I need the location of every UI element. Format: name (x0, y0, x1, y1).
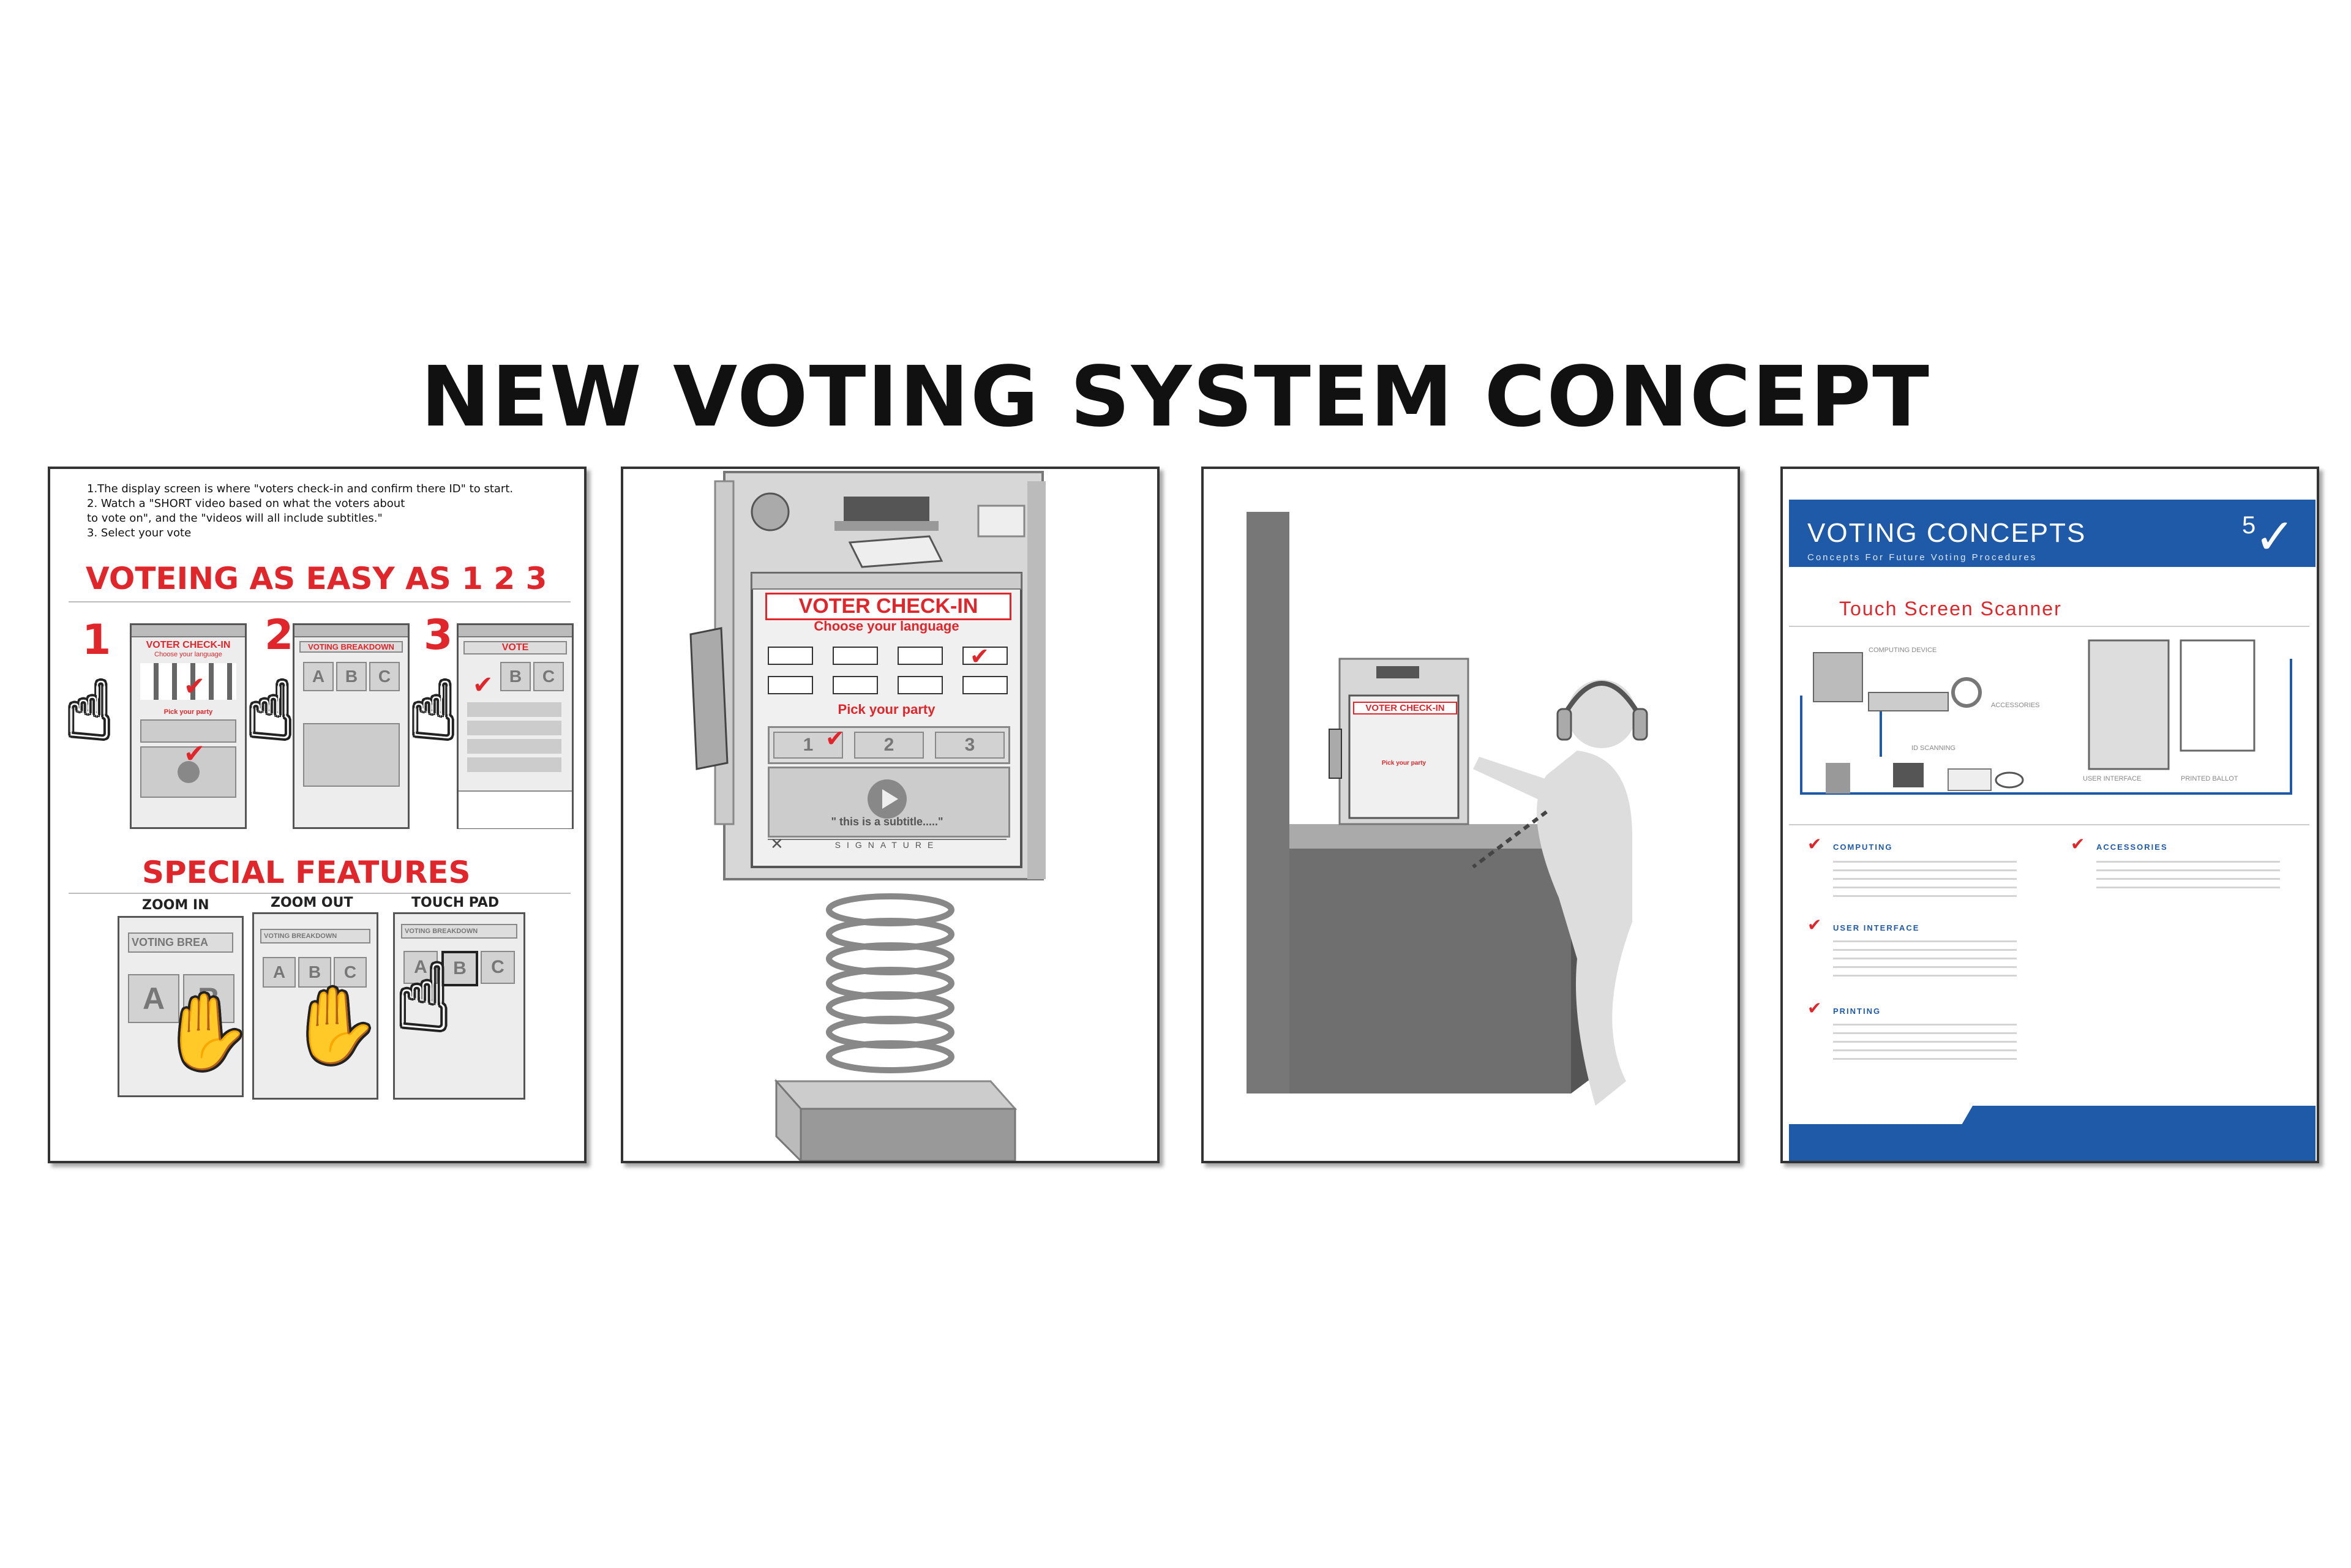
instructions-panel: 1.The display screen is where "voters ch… (48, 467, 587, 1163)
option-button: B (500, 662, 531, 691)
instruction-line: 1.The display screen is where "voters ch… (87, 482, 514, 495)
close-icon: ✕ (770, 835, 784, 853)
document-header (1789, 500, 2315, 567)
checkmark-icon: ✔ (473, 671, 493, 699)
video-area (768, 767, 1010, 838)
instruction-line: 2. Watch a "SHORT video based on what th… (87, 497, 405, 510)
screen-title: VOTER CHECK-IN (765, 593, 1011, 620)
divider (1789, 824, 2309, 825)
instruction-line: to vote on", and the "videos will all in… (87, 512, 383, 525)
checkmark-icon: ✔ (184, 671, 206, 701)
option-button: C (533, 662, 564, 691)
step-screen: VOTER CHECK-IN Choose your language Pick… (130, 623, 247, 829)
zoom-out-screen: VOTING BREAKDOWN A B C (252, 912, 378, 1100)
pointing-hand-icon: ☝ (246, 664, 295, 757)
section-title: Touch Screen Scanner (1839, 598, 2062, 620)
step-number: 1 (82, 616, 111, 664)
screen-title: VOTING BREAKDOWN (260, 929, 370, 943)
features-heading: SPECIAL FEATURES (142, 855, 471, 890)
option-button: B (183, 974, 234, 1023)
option-button: A (128, 974, 179, 1023)
diagram-label: COMPUTING DEVICE (1869, 647, 1937, 654)
item-text (1833, 861, 2017, 898)
checkmark-icon: ✓ (2254, 508, 2296, 565)
system-diagram (1800, 639, 2292, 795)
pick-party-label: Pick your party (838, 702, 936, 717)
pinch-hand-icon: ✋ (160, 989, 252, 1075)
pointing-hand-icon: ☝ (65, 664, 114, 757)
page-title: NEW VOTING SYSTEM CONCEPT (421, 349, 1930, 446)
diagram-label: ACCESSORIES (1991, 702, 2040, 709)
option-button: A (303, 662, 334, 691)
instruction-line: 3. Select your vote (87, 527, 192, 539)
document-title: VOTING CONCEPTS (1807, 518, 2087, 548)
step-screen: VOTING BREAKDOWN A B C (293, 623, 410, 829)
screen-title: VOTING BREAKDOWN (299, 641, 403, 653)
screen-subtitle: Choose your language (154, 651, 222, 658)
person-using-kiosk-panel: VOTER CHECK-IN Pick your party (1201, 467, 1740, 1163)
option-button: B (441, 951, 478, 986)
screen-subtitle: Pick your party (163, 708, 213, 716)
party-button: 1 (773, 732, 843, 759)
divider (69, 893, 571, 894)
document-subtitle: Concepts For Future Voting Procedures (1807, 552, 2038, 563)
option-button: C (481, 951, 515, 984)
feature-label: TOUCH PAD (411, 895, 500, 910)
checkmark-icon: ✔ (1807, 915, 1822, 935)
screen-title: VOTING BREA (128, 932, 233, 953)
party-button: 2 (854, 732, 924, 759)
checkmark-icon: ✔ (1807, 998, 1822, 1018)
item-heading: COMPUTING (1833, 842, 1893, 852)
steps-heading: VOTEING AS EASY AS 1 2 3 (86, 561, 547, 596)
language-grid (768, 647, 1008, 702)
person-kiosk-illustration (1247, 512, 1648, 1106)
feature-label: ZOOM OUT (271, 895, 353, 910)
screen-title: VOTER CHECK-IN (146, 640, 231, 650)
choose-language-label: Choose your language (814, 618, 959, 634)
feature-label: ZOOM IN (142, 898, 209, 913)
kiosk-panel: VOTER CHECK-IN Choose your language ✔ Pi… (621, 467, 1160, 1163)
footer-accent (1783, 1106, 1973, 1124)
page-number: 5 (2242, 512, 2256, 539)
item-heading: USER INTERFACE (1833, 923, 1920, 932)
option-button: A (263, 957, 296, 988)
item-text (2096, 861, 2280, 891)
diagram-label: ID SCANNING (1911, 745, 1956, 752)
step-number: 2 (264, 611, 294, 659)
signature-line: SIGNATURE (768, 839, 1007, 850)
option-button: C (334, 957, 367, 988)
screen-title: VOTER CHECK-IN (1353, 702, 1457, 715)
divider (1789, 626, 2309, 627)
party-button: 3 (935, 732, 1005, 759)
diagram-label: PRINTED BALLOT (2181, 775, 2238, 782)
screen-title: VOTING BREAKDOWN (401, 924, 517, 939)
checkmark-icon: ✔ (2071, 834, 2085, 854)
pointing-hand-icon: ☝ (409, 664, 458, 757)
video-subtitle: " this is a subtitle....." (831, 816, 943, 828)
item-text (1833, 1024, 2017, 1067)
option-button: A (403, 951, 438, 984)
item-text (1833, 940, 2017, 983)
pointing-hand-icon: ☝ (396, 945, 452, 1052)
screen-title: VOTE (463, 641, 567, 655)
option-button: B (336, 662, 367, 691)
checkmark-icon: ✔ (1807, 834, 1822, 854)
item-heading: ACCESSORIES (2096, 842, 2168, 852)
item-heading: PRINTING (1833, 1007, 1881, 1016)
step-screen: VOTE B C (457, 623, 574, 829)
checkmark-icon: ✔ (825, 725, 845, 752)
checkmark-icon: ✔ (970, 643, 989, 670)
diagram-label: USER INTERFACE (2083, 775, 2142, 782)
step-number: 3 (424, 611, 453, 659)
option-button: B (298, 957, 331, 988)
touch-pad-screen: VOTING BREAKDOWN A B C (393, 912, 525, 1100)
divider (69, 601, 571, 602)
checkmark-icon: ✔ (184, 738, 206, 768)
pinch-hand-icon: ✋ (289, 983, 381, 1068)
party-selector: 1 2 3 (768, 726, 1010, 764)
pick-party-label: Pick your party (1381, 760, 1427, 767)
option-button: C (369, 662, 400, 691)
voting-concepts-document-panel: VOTING CONCEPTS Concepts For Future Voti… (1780, 467, 2319, 1163)
zoom-in-screen: VOTING BREA A B (118, 916, 244, 1097)
